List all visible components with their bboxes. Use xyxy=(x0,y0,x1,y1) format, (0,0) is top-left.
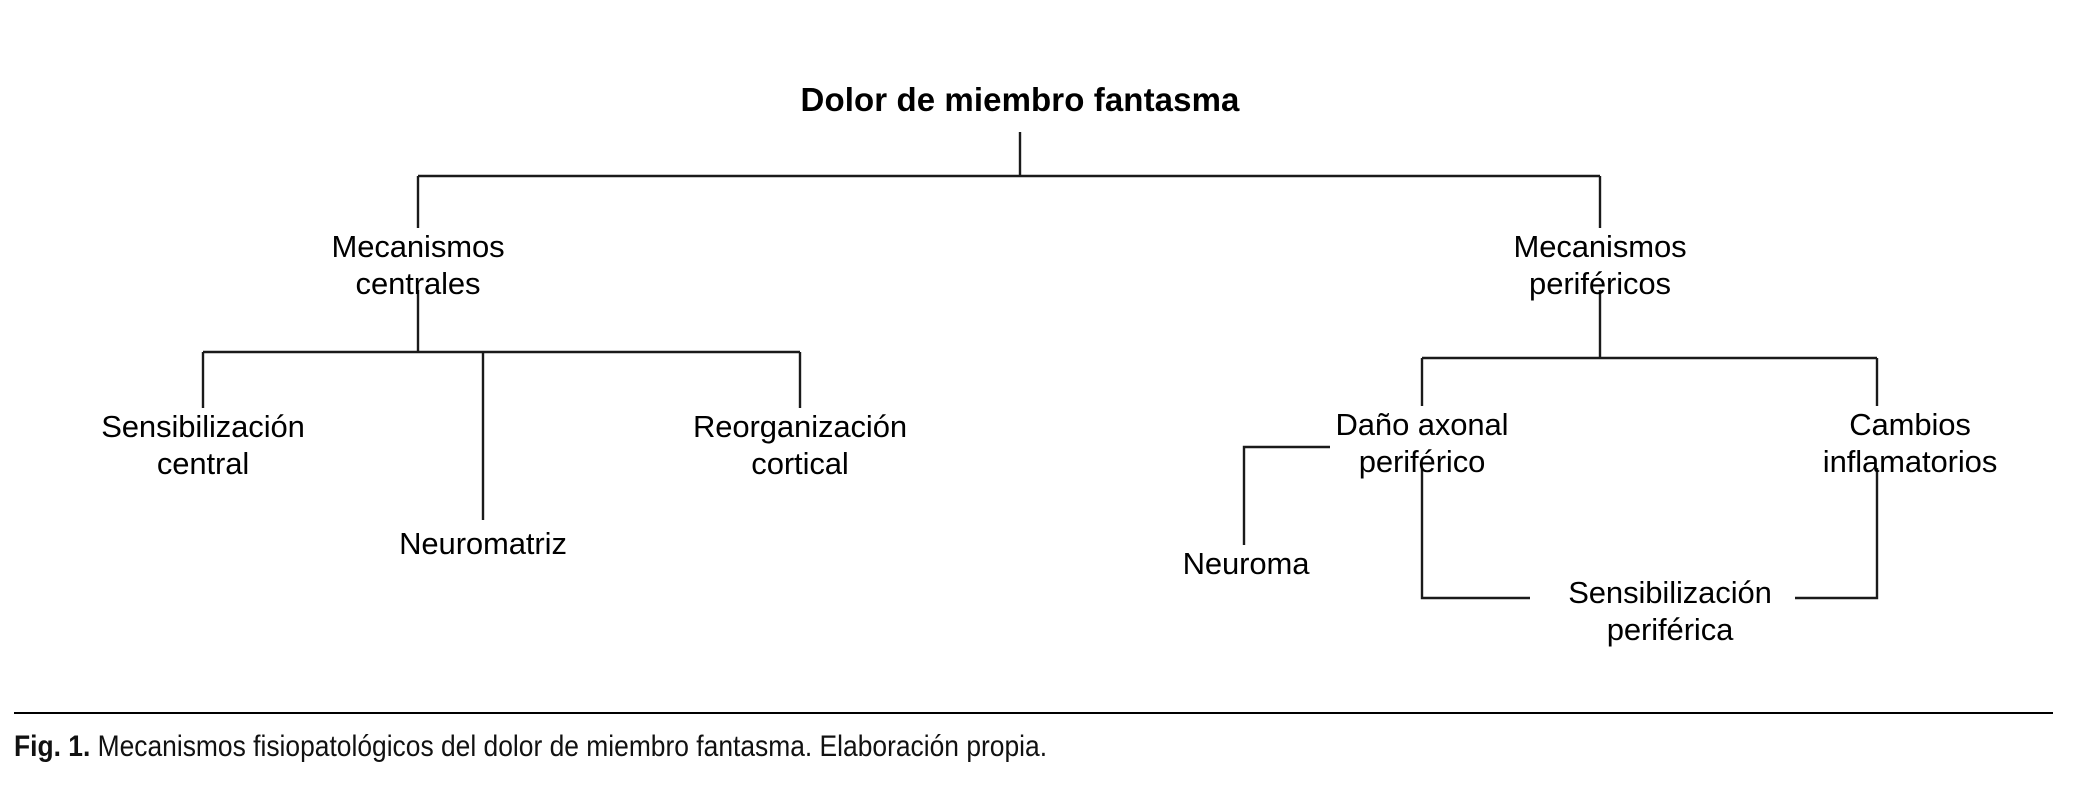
connector-bracket-sensibilizacion-periferica-left xyxy=(1420,468,1530,600)
node-cambios-inflamatorios: Cambios inflamatorios xyxy=(1822,407,1998,480)
node-reorganizacion-cortical: Reorganización cortical xyxy=(692,409,907,482)
node-sensibilizacion-periferica: Sensibilización periférica xyxy=(1568,575,1772,648)
node-neuroma: Neuroma xyxy=(1182,546,1310,581)
connector-bracket-neuroma xyxy=(1242,445,1330,545)
caption-divider xyxy=(14,712,2053,714)
node-neuromatriz: Neuromatriz xyxy=(399,526,567,561)
node-sensibilizacion-central: Sensibilización central xyxy=(101,409,305,482)
figure-caption: Fig. 1. Mecanismos fisiopatológicos del … xyxy=(14,728,1809,766)
node-mecanismos-centrales: Mecanismos centrales xyxy=(331,229,505,302)
node-dolor-de-miembro-fantasma: Dolor de miembro fantasma xyxy=(800,81,1240,118)
connector-bracket-sensibilizacion-periferica-right xyxy=(1795,468,1879,600)
caption-text: Mecanismos fisiopatológicos del dolor de… xyxy=(90,730,1048,763)
node-mecanismos-perifericos: Mecanismos periféricos xyxy=(1513,229,1687,302)
caption-label: Fig. 1. xyxy=(14,730,91,763)
node-dano-axonal-periferico: Daño axonal periférico xyxy=(1335,407,1509,480)
